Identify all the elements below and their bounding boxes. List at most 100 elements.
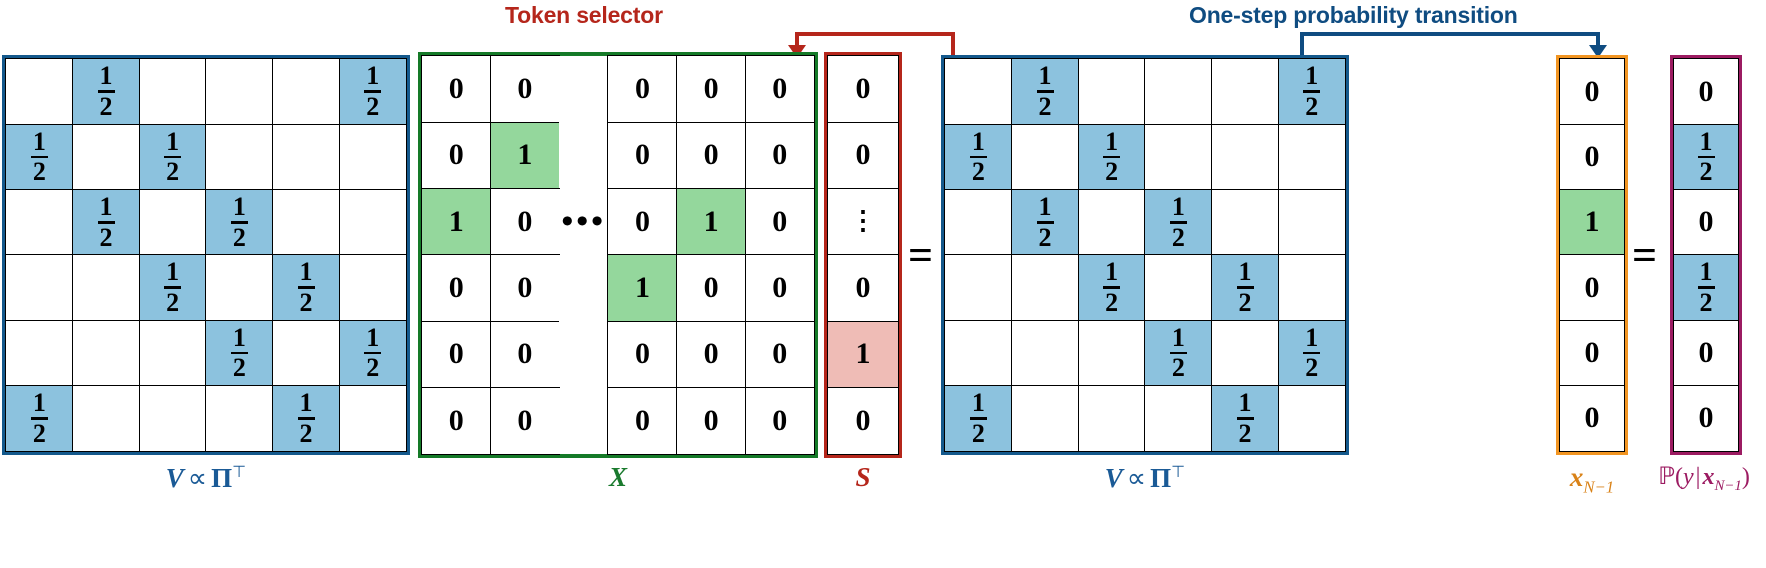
matrix-cell[interactable] <box>559 56 609 123</box>
vector-cell[interactable]: 0 <box>827 386 899 455</box>
vector-cell[interactable]: 0 <box>1559 58 1625 126</box>
matrix-cell[interactable]: 0 <box>676 320 747 389</box>
matrix-cell[interactable]: 0 <box>421 121 492 190</box>
matrix-cell[interactable] <box>1277 123 1346 191</box>
matrix-cell[interactable] <box>1144 254 1213 322</box>
matrix-cell[interactable] <box>205 384 274 452</box>
matrix-cell[interactable] <box>944 254 1013 322</box>
matrix-cell[interactable] <box>559 387 609 454</box>
matrix-cell[interactable] <box>1077 188 1146 256</box>
matrix-cell[interactable]: ••• <box>559 188 609 255</box>
matrix-cell[interactable]: 0 <box>676 386 747 455</box>
vector-cell[interactable]: 0 <box>1559 384 1625 452</box>
matrix-cell[interactable] <box>71 123 141 191</box>
matrix-cell[interactable] <box>1010 319 1080 387</box>
vector-cell[interactable]: 1 <box>827 320 899 389</box>
matrix-cell[interactable] <box>1210 123 1280 191</box>
matrix-cell[interactable]: 1 <box>489 121 560 190</box>
matrix-cell[interactable]: 0 <box>489 386 560 455</box>
matrix-cell[interactable] <box>138 188 207 256</box>
matrix-cell[interactable] <box>1010 254 1080 322</box>
matrix-cell[interactable]: 0 <box>607 386 678 455</box>
matrix-cell[interactable] <box>205 123 274 191</box>
matrix-cell[interactable] <box>271 188 341 256</box>
matrix-cell[interactable] <box>559 122 609 189</box>
matrix-cell[interactable]: 0 <box>489 187 560 256</box>
matrix-cell[interactable] <box>205 58 274 126</box>
matrix-cell[interactable]: 0 <box>676 254 747 323</box>
matrix-cell[interactable] <box>1210 58 1280 126</box>
matrix-cell[interactable] <box>338 254 407 322</box>
matrix-cell[interactable] <box>944 319 1013 387</box>
matrix-cell[interactable] <box>559 254 609 322</box>
matrix-cell[interactable] <box>71 319 141 387</box>
matrix-cell[interactable] <box>205 254 274 322</box>
matrix-cell[interactable] <box>71 384 141 452</box>
matrix-cell[interactable] <box>338 188 407 256</box>
matrix-cell[interactable] <box>944 58 1013 126</box>
matrix-cell[interactable]: 0 <box>607 320 678 389</box>
matrix-cell[interactable] <box>338 123 407 191</box>
matrix-cell[interactable] <box>1277 188 1346 256</box>
matrix-cell[interactable] <box>1277 254 1346 322</box>
matrix-cell[interactable]: 0 <box>676 121 747 190</box>
matrix-cell[interactable]: 0 <box>421 386 492 455</box>
matrix-cell[interactable]: 0 <box>489 55 560 124</box>
matrix-cell[interactable]: 0 <box>676 55 747 124</box>
matrix-cell[interactable] <box>1010 123 1080 191</box>
matrix-cell[interactable] <box>5 188 74 256</box>
matrix-cell[interactable] <box>1210 188 1280 256</box>
matrix-cell[interactable]: 0 <box>421 320 492 389</box>
matrix-cell[interactable] <box>338 384 407 452</box>
matrix-cell[interactable] <box>271 123 341 191</box>
matrix-cell[interactable] <box>71 254 141 322</box>
matrix-cell[interactable]: 0 <box>489 254 560 323</box>
matrix-cell[interactable] <box>5 319 74 387</box>
matrix-cell[interactable] <box>1144 123 1213 191</box>
matrix-cell[interactable] <box>1277 384 1346 452</box>
matrix-cell[interactable] <box>1144 58 1213 126</box>
vector-cell[interactable]: 0 <box>1559 254 1625 322</box>
matrix-cell[interactable] <box>1077 319 1146 387</box>
vector-cell[interactable]: 0 <box>1673 319 1739 387</box>
matrix-cell[interactable] <box>1010 384 1080 452</box>
matrix-cell[interactable]: 0 <box>607 121 678 190</box>
vector-cell[interactable]: 0 <box>1673 58 1739 126</box>
matrix-cell[interactable]: 1 <box>421 187 492 256</box>
matrix-cell[interactable] <box>138 384 207 452</box>
matrix-cell[interactable] <box>5 254 74 322</box>
matrix-cell[interactable]: 0 <box>744 55 815 124</box>
matrix-cell[interactable] <box>1144 384 1213 452</box>
matrix-cell[interactable] <box>271 58 341 126</box>
vector-cell[interactable]: 0 <box>827 121 899 190</box>
matrix-cell[interactable]: 0 <box>744 121 815 190</box>
vector-cell[interactable]: 0 <box>827 254 899 323</box>
matrix-cell[interactable]: 0 <box>489 320 560 389</box>
matrix-cell[interactable]: 0 <box>744 254 815 323</box>
matrix-cell[interactable] <box>1077 58 1146 126</box>
vector-cell[interactable]: 0 <box>827 55 899 124</box>
matrix-cell[interactable]: 1 <box>676 187 747 256</box>
matrix-cell[interactable]: 0 <box>421 55 492 124</box>
matrix-cell[interactable]: 0 <box>744 320 815 389</box>
vector-cell[interactable]: ⋮ <box>827 187 899 256</box>
